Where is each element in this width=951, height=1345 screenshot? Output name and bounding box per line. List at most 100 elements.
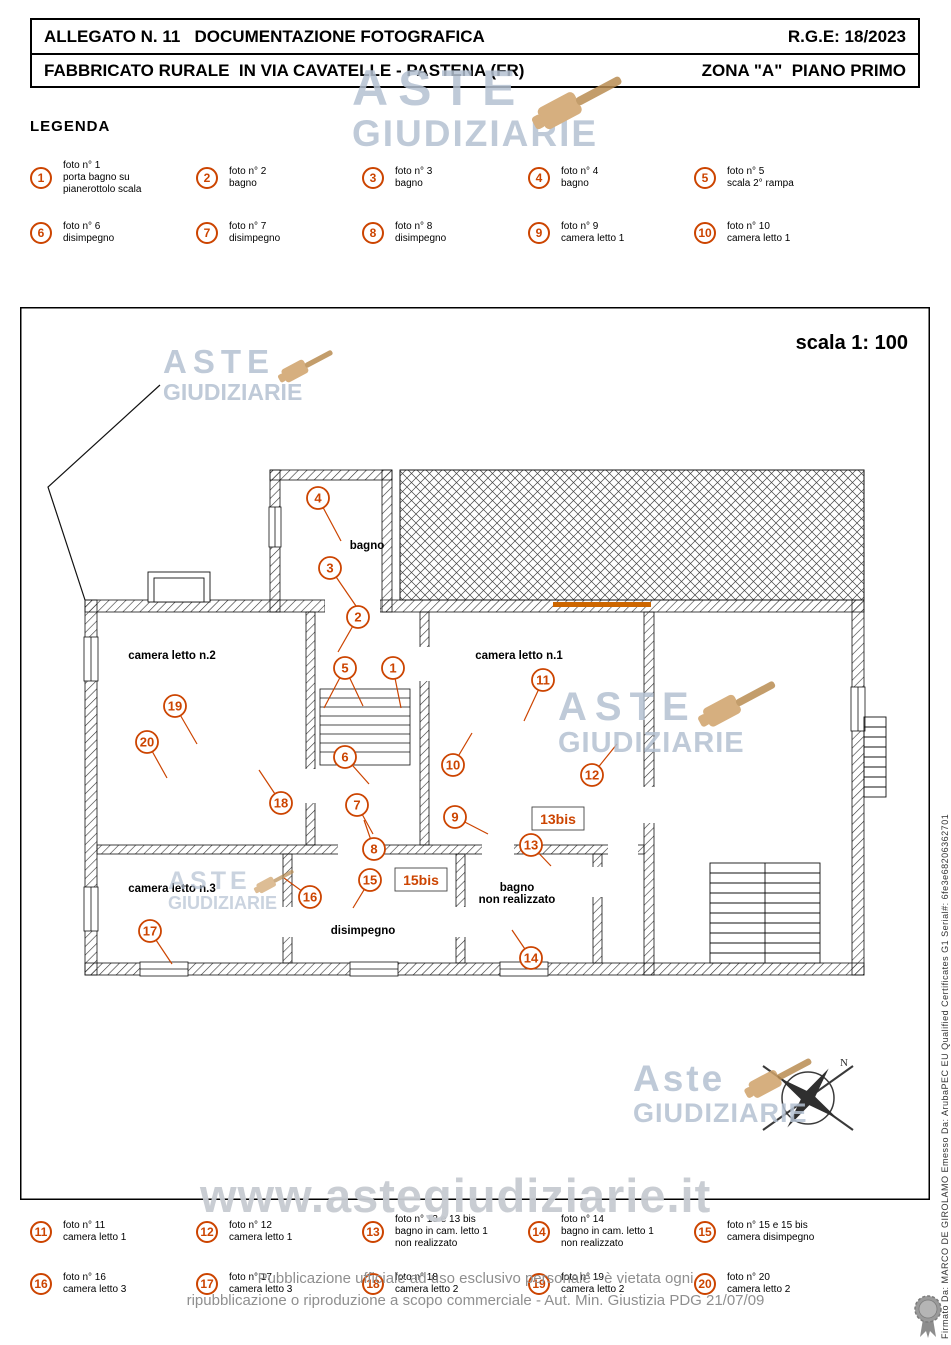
floor-plan-svg: scala 1: 100 <box>20 307 930 1200</box>
plan-photo-marker-10: 10 <box>441 753 465 777</box>
plan-photo-marker-15: 15 <box>358 868 382 892</box>
svg-text:8: 8 <box>370 842 377 857</box>
plan-photo-marker-12: 12 <box>580 763 604 787</box>
photo-number-badge: 20 <box>694 1273 716 1295</box>
room-label: camera letto n.3 <box>128 883 216 895</box>
plan-photo-marker-11: 11 <box>531 668 555 692</box>
plan-photo-marker-9: 9 <box>443 805 467 829</box>
svg-text:4: 4 <box>314 491 322 506</box>
lot-boundary-line <box>47 384 161 601</box>
doc-reference: R.G.E: 18/2023 <box>787 26 906 46</box>
property-title: FABBRICATO RURALE IN VIA CAVATELLE - PAS… <box>44 60 525 80</box>
photo-number-badge: 12 <box>196 1221 218 1243</box>
photo-number-badge: 9 <box>528 222 550 244</box>
plan-photo-marker-14: 14 <box>519 946 543 970</box>
legend-title: LEGENDA <box>30 118 111 135</box>
certification-seal-icon <box>914 1295 942 1338</box>
svg-text:3: 3 <box>326 561 333 576</box>
doc-title: ALLEGATO N. 11 DOCUMENTAZIONE FOTOGRAFIC… <box>44 26 485 46</box>
svg-text:17: 17 <box>143 924 157 939</box>
svg-text:10: 10 <box>446 758 460 773</box>
photo-number-badge: 6 <box>30 222 52 244</box>
plan-photo-label-13bis: 13bis <box>531 806 585 831</box>
svg-text:6: 6 <box>341 750 348 765</box>
svg-text:1: 1 <box>389 661 396 676</box>
svg-text:11: 11 <box>536 673 550 688</box>
floor-plan-box: scala 1: 100 <box>20 307 930 1200</box>
photo-number-badge: 1 <box>30 167 52 189</box>
room-label: camera letto n.2 <box>128 650 216 662</box>
photo-number-badge: 10 <box>694 222 716 244</box>
photo-number-badge: 16 <box>30 1273 52 1295</box>
photo-number-badge: 3 <box>362 167 384 189</box>
plan-photo-marker-18: 18 <box>269 791 293 815</box>
svg-text:5: 5 <box>341 661 348 676</box>
roof-area <box>399 469 865 601</box>
svg-text:13: 13 <box>524 838 538 853</box>
stairs-right <box>709 862 821 964</box>
svg-text:12: 12 <box>585 768 599 783</box>
photo-number-badge: 13 <box>362 1221 384 1243</box>
svg-text:18: 18 <box>274 796 288 811</box>
plan-photo-marker-17: 17 <box>138 919 162 943</box>
photo-number-badge: 19 <box>528 1273 550 1295</box>
photo-number-badge: 11 <box>30 1221 52 1243</box>
watermark-word: GIUDIZIARIE <box>352 112 599 154</box>
photo-number-badge: 4 <box>528 167 550 189</box>
compass-north-label: N <box>840 1057 848 1069</box>
plan-photo-marker-7: 7 <box>345 793 369 817</box>
room-label: disimpegno <box>331 925 396 937</box>
photo-number-badge: 8 <box>362 222 384 244</box>
svg-text:20: 20 <box>140 735 154 750</box>
stairs-center <box>319 688 411 766</box>
plan-border <box>20 307 930 1200</box>
svg-text:19: 19 <box>168 699 182 714</box>
plan-photo-marker-19: 19 <box>163 694 187 718</box>
zone-floor-label: ZONA "A" PIANO PRIMO <box>701 60 906 80</box>
svg-text:16: 16 <box>303 890 317 905</box>
header-table: ALLEGATO N. 11 DOCUMENTAZIONE FOTOGRAFIC… <box>30 18 920 88</box>
photo-number-badge: 17 <box>196 1273 218 1295</box>
photo-number-badge: 5 <box>694 167 716 189</box>
header-row-1: ALLEGATO N. 11 DOCUMENTAZIONE FOTOGRAFIC… <box>32 20 918 53</box>
svg-text:9: 9 <box>451 810 458 825</box>
room-label: camera letto n.1 <box>475 650 563 662</box>
photo-number-badge: 2 <box>196 167 218 189</box>
plan-photo-marker-13: 13 <box>519 833 543 857</box>
photo-number-badge: 14 <box>528 1221 550 1243</box>
